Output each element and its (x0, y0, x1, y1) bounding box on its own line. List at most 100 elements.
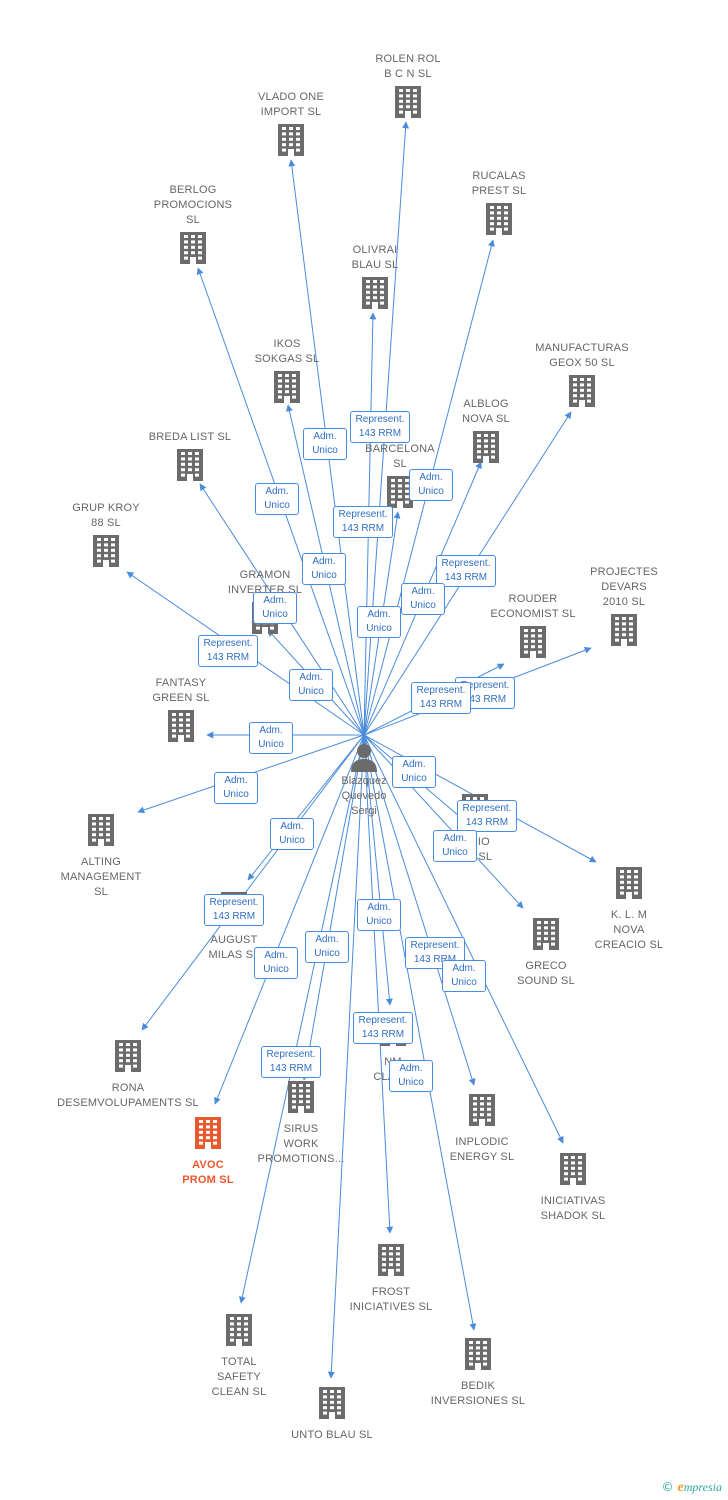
company-name: ROUDER ECONOMIST SL (490, 593, 576, 620)
relation-label[interactable]: Adm. Unico (255, 483, 299, 515)
company-node-alting[interactable]: ALTING MANAGEMENT SL (26, 813, 176, 900)
building-icon (609, 613, 639, 652)
relation-label[interactable]: Represent. 143 RRM (204, 894, 264, 926)
relation-label[interactable]: Adm. Unico (303, 428, 347, 460)
company-node-projectes[interactable]: PROJECTES DEVARS 2010 SL (549, 565, 699, 652)
connection-line (363, 734, 394, 1234)
company-name: IKOS SOKGAS SL (254, 338, 320, 365)
relation-label[interactable]: Adm. Unico (409, 469, 453, 501)
company-node-olivrai[interactable]: OLIVRAI BLAU SL (300, 243, 450, 315)
company-node-sirus[interactable]: SIRUS WORK PROMOTIONS... (226, 1080, 376, 1167)
relation-label[interactable]: Represent. 143 RRM (350, 411, 410, 443)
company-name: BEDIK INVERSIONES SL (430, 1380, 526, 1407)
building-icon (558, 1152, 588, 1191)
company-node-rucalas[interactable]: RUCALAS PREST SL (424, 169, 574, 241)
building-icon (360, 276, 390, 315)
center-person[interactable]: Blazquez Quevedo Sergi (336, 742, 392, 819)
company-node-frost[interactable]: FROST INICIATIVES SL (316, 1243, 466, 1315)
relation-label[interactable]: Adm. Unico (433, 830, 477, 862)
connection-line (363, 734, 476, 1086)
company-node-iniciativas[interactable]: INICIATIVAS SHADOK SL (498, 1152, 648, 1224)
connection-line (363, 734, 393, 1006)
building-icon (175, 448, 205, 487)
person-icon (351, 744, 377, 772)
brand-name: mpresia (683, 1480, 722, 1494)
building-icon (484, 202, 514, 241)
center-person-name: Blazquez Quevedo Sergi (341, 775, 387, 817)
relation-label[interactable]: Adm. Unico (401, 583, 445, 615)
building-icon (193, 1116, 223, 1155)
relation-label[interactable]: Adm. Unico (249, 722, 293, 754)
relation-label[interactable]: Adm. Unico (289, 669, 333, 701)
relation-label[interactable]: Represent. 143 RRM (436, 555, 496, 587)
company-node-bedik[interactable]: BEDIK INVERSIONES SL (403, 1337, 553, 1409)
relation-label[interactable]: Represent. 143 RRM (198, 635, 258, 667)
relation-label[interactable]: Represent. 143 RRM (333, 506, 393, 538)
company-node-rolen[interactable]: ROLEN ROL B C N SL (333, 52, 483, 124)
company-node-inplodic[interactable]: INPLODIC ENERGY SL (407, 1093, 557, 1165)
relation-label[interactable]: Adm. Unico (357, 899, 401, 931)
company-name: FROST INICIATIVES SL (349, 1286, 433, 1313)
building-icon (467, 1093, 497, 1132)
company-node-fantasy[interactable]: FANTASY GREEN SL (106, 676, 256, 748)
company-name: PROJECTES DEVARS 2010 SL (590, 566, 658, 608)
building-icon (272, 370, 302, 409)
company-name: ALTING MANAGEMENT SL (60, 856, 142, 898)
brand-initial: e (677, 1480, 684, 1495)
company-name: SIRUS WORK PROMOTIONS... (257, 1123, 345, 1165)
brand-footer[interactable]: ©empresia (662, 1480, 722, 1496)
connection-line (327, 734, 365, 1379)
relation-label[interactable]: Adm. Unico (302, 553, 346, 585)
connection-line (141, 734, 365, 1031)
relation-label[interactable]: Adm. Unico (254, 947, 298, 979)
connection-line (214, 734, 365, 1105)
relation-label[interactable]: Adm. Unico (253, 592, 297, 624)
building-icon (471, 430, 501, 469)
company-node-grupkroy[interactable]: GRUP KROY 88 SL (31, 501, 181, 573)
relation-label[interactable]: Represent. 143 RRM (411, 682, 471, 714)
building-icon (91, 534, 121, 573)
company-name: INPLODIC ENERGY SL (449, 1136, 515, 1163)
connection-line (363, 734, 524, 909)
building-icon (567, 374, 597, 413)
company-name: BERLOG PROMOCIONS SL (153, 184, 233, 226)
connection-line (247, 734, 365, 881)
company-node-breda[interactable]: BREDA LIST SL (115, 430, 265, 487)
building-icon (614, 866, 644, 905)
company-node-kl[interactable]: K. L. M NOVA CREACIO SL (554, 866, 704, 953)
relation-label[interactable]: Represent. 143 RRM (457, 800, 517, 832)
building-icon (286, 1080, 316, 1119)
company-node-berlog[interactable]: BERLOG PROMOCIONS SL (118, 183, 268, 270)
relation-label[interactable]: Represent. 143 RRM (353, 1012, 413, 1044)
building-icon (385, 475, 415, 514)
relation-label[interactable]: Adm. Unico (270, 818, 314, 850)
building-icon (376, 1243, 406, 1282)
company-node-manufacturas[interactable]: MANUFACTURAS GEOX 50 SL (507, 341, 657, 413)
connection-line (301, 734, 365, 1081)
company-node-rona[interactable]: RONA DESEMVOLUPAMENTS SL (53, 1039, 203, 1111)
relation-label[interactable]: Adm. Unico (389, 1060, 433, 1092)
company-node-vlado[interactable]: VLADO ONE IMPORT SL (216, 90, 366, 162)
company-node-ikos[interactable]: IKOS SOKGAS SL (212, 337, 362, 409)
company-node-alblog[interactable]: ALBLOG NOVA SL (411, 397, 561, 469)
company-node-greco[interactable]: GRECO SOUND SL (471, 917, 621, 989)
relation-label[interactable]: Adm. Unico (214, 772, 258, 804)
connection-line (238, 734, 365, 1304)
company-node-rouder[interactable]: ROUDER ECONOMIST SL (458, 592, 608, 664)
building-icon (531, 917, 561, 956)
company-name: GRUP KROY 88 SL (72, 502, 140, 529)
relation-label[interactable]: Adm. Unico (442, 960, 486, 992)
company-node-total[interactable]: TOTAL SAFETY CLEAN SL (164, 1313, 314, 1400)
relation-label[interactable]: Adm. Unico (392, 756, 436, 788)
building-icon (166, 709, 196, 748)
company-node-unto[interactable]: UNTO BLAU SL (257, 1386, 407, 1443)
relation-label[interactable]: Adm. Unico (305, 931, 349, 963)
relation-label[interactable]: Adm. Unico (357, 606, 401, 638)
company-name: AUGUST MILAS SL (208, 934, 260, 961)
company-name: OLIVRAI BLAU SL (351, 244, 399, 271)
copyright-symbol: © (661, 1480, 674, 1494)
company-node-avoc[interactable]: AVOC PROM SL (133, 1116, 283, 1188)
relation-label[interactable]: Represent. 143 RRM (261, 1046, 321, 1078)
company-name: RONA DESEMVOLUPAMENTS SL (57, 1082, 199, 1109)
